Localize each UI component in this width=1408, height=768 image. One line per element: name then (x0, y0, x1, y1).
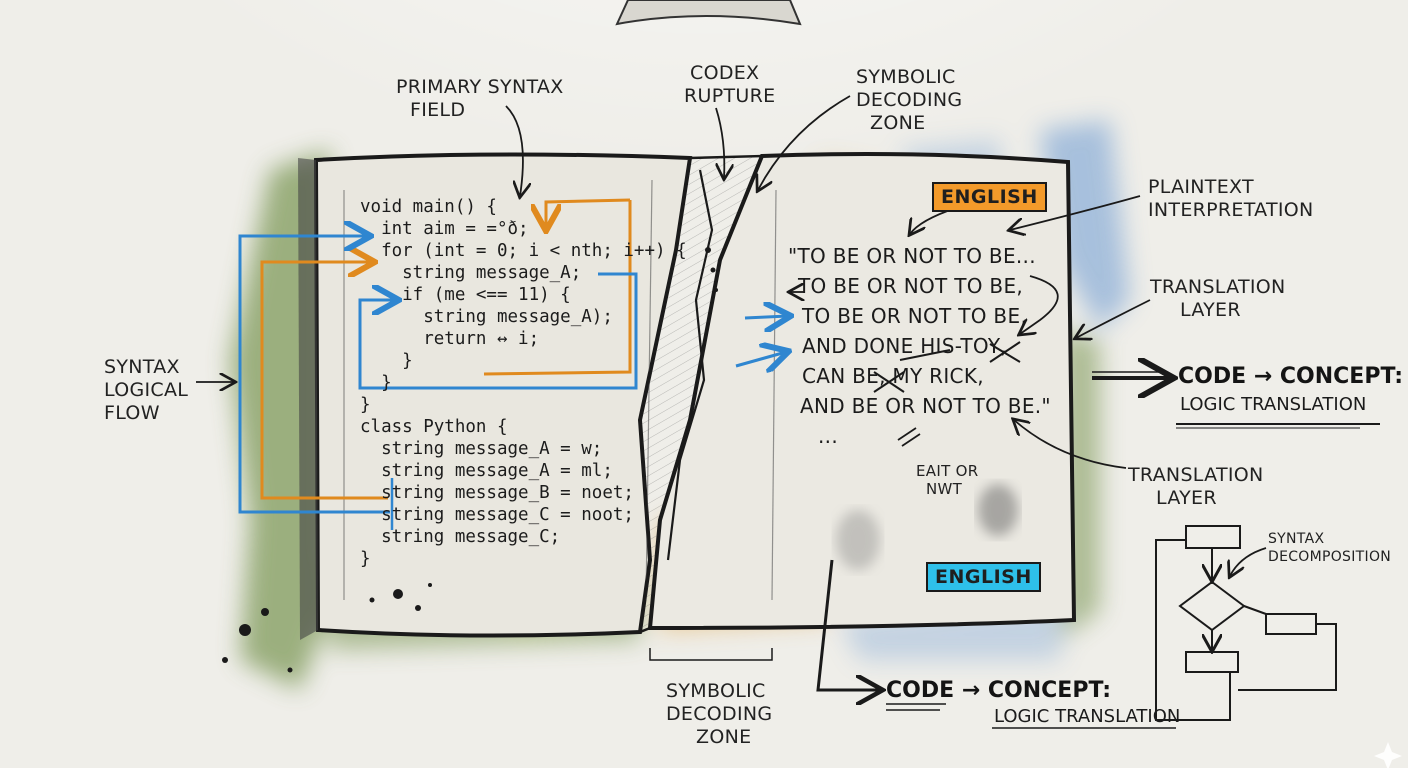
code-line: string message_A); (360, 307, 613, 327)
label-line: DECODING (856, 89, 963, 111)
english-badge-bottom: ENGLISH (926, 562, 1041, 592)
label-translation-layer-2: TRANSLATION LAYER (1128, 464, 1264, 510)
label-codex-rupture: CODEX RUPTURE (684, 62, 775, 108)
label-line: TRANSLATION (1128, 464, 1264, 486)
label-line: SYNTAX (1268, 531, 1325, 547)
fingerprint (978, 484, 1018, 536)
label-translation-layer-1: TRANSLATION LAYER (1150, 276, 1286, 322)
code-line: string message_C; (360, 527, 561, 547)
english-line: TO BE OR NOT TO BE, (798, 274, 1024, 298)
code-line: int aim = =°ð; (360, 219, 529, 239)
right-page (647, 152, 1077, 631)
code-concept-right-title: CODE → CONCEPT: (1178, 364, 1404, 389)
english-line: TO BE OR NOT TO BE, (802, 304, 1028, 328)
scribble-note: EAIT OR NWT (916, 462, 978, 498)
code-concept-bottom-title: CODE → CONCEPT: (886, 678, 1112, 703)
label-plaintext-interpretation: PLAINTEXT INTERPRETATION (1148, 176, 1314, 222)
label-symbolic-decoding-zone-top: SYMBOLIC DECODING ZONE (856, 66, 962, 135)
label-line: FLOW (104, 402, 160, 424)
label-line: ZONE (870, 112, 926, 134)
label-line: TRANSLATION (1150, 276, 1286, 298)
label-line: LAYER (1156, 487, 1217, 509)
code-line: } (360, 395, 371, 415)
label-line: SYMBOLIC (666, 680, 766, 702)
label-syntax-decomposition: SYNTAX DECOMPOSITION (1268, 530, 1391, 566)
label-line: SYMBOLIC (856, 66, 956, 88)
blue-flow-lines (238, 236, 788, 514)
english-line: CAN BE, MY RICK, (802, 364, 984, 388)
label-syntax-logical-flow: SYNTAX LOGICAL FLOW (104, 356, 188, 425)
code-line: class Python { (360, 417, 508, 437)
label-line: EAIT OR (916, 462, 979, 480)
code-line: if (me <== 11) { (360, 285, 571, 305)
fingerprint (836, 510, 880, 570)
label-line: ZONE (696, 726, 752, 748)
ink-splatters (222, 583, 432, 673)
english-line: "TO BE OR NOT TO BE... (788, 244, 1036, 268)
english-text-block: "TO BE OR NOT TO BE... TO BE OR NOT TO BE… (788, 244, 1051, 454)
label-line: SYNTAX (104, 356, 180, 378)
lamp-shade (615, 0, 802, 26)
label-primary-syntax-field: PRIMARY SYNTAX FIELD (396, 76, 564, 122)
label-line: DECODING (666, 703, 773, 725)
code-line: for (int = 0; i < nth; i++) { (360, 241, 687, 261)
left-page-edge (298, 158, 318, 640)
label-line: RUPTURE (684, 85, 776, 107)
english-line: AND DONE HIS-TOY, (802, 334, 1008, 358)
code-line: string message_B = noet; (360, 483, 634, 503)
english-badge-top: ENGLISH (932, 182, 1047, 212)
annotation-arrows (196, 95, 1267, 576)
code-concept-right-subtitle: LOGIC TRANSLATION (1180, 394, 1367, 415)
orange-flow-lines (260, 198, 632, 500)
label-line: FIELD (410, 99, 466, 121)
label-line: PLAINTEXT (1148, 176, 1254, 198)
label-line: PRIMARY SYNTAX (396, 76, 564, 98)
label-line: INTERPRETATION (1148, 199, 1314, 221)
label-line: CODEX (690, 62, 760, 84)
code-line: return ↔ i; (360, 329, 540, 349)
label-line: NWT (926, 480, 963, 498)
code-line: } (360, 351, 413, 371)
code-line: string message_C = noot; (360, 505, 634, 525)
code-line: } (360, 549, 371, 569)
label-line: LOGICAL (104, 379, 189, 401)
code-line: } (360, 373, 392, 393)
code-block: void main() { int aim = =°ð; for (int = … (360, 196, 687, 570)
code-line: void main() { (360, 197, 497, 217)
syntax-flowchart (1155, 525, 1337, 721)
label-line: DECOMPOSITION (1268, 549, 1392, 565)
label-line: LAYER (1180, 299, 1241, 321)
code-line: string message_A = ml; (360, 461, 613, 481)
english-line: AND BE OR NOT TO BE." (800, 394, 1051, 418)
english-line: ... (818, 424, 838, 448)
codex-rupture-crack (638, 154, 764, 634)
code-line: string message_A = w; (360, 439, 603, 459)
label-symbolic-decoding-zone-bottom: SYMBOLIC DECODING ZONE (666, 680, 772, 749)
code-line: string message_A; (360, 263, 582, 283)
code-concept-bottom-subtitle: LOGIC TRANSLATION (994, 706, 1181, 727)
